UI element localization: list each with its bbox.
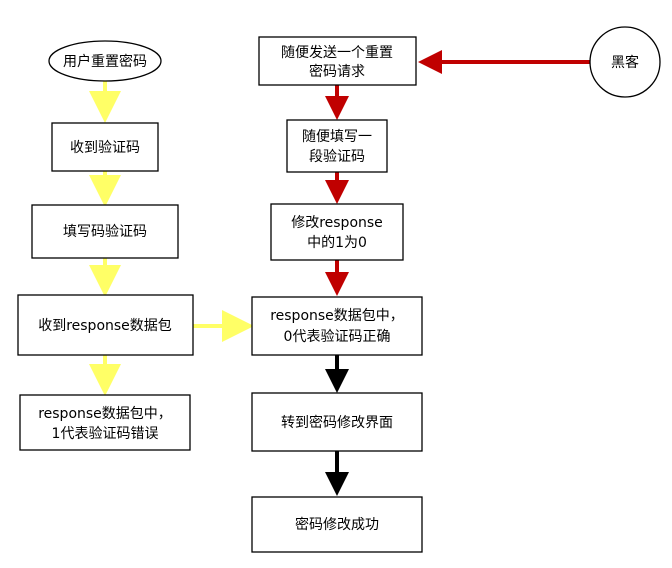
response-fail-label-line-1: response数据包中， <box>38 406 172 422</box>
random-code-label-line-1: 随便填写一 <box>302 129 372 145</box>
modify-response-label-line-1: 修改response <box>291 215 383 231</box>
receive-response-label: 收到response数据包 <box>38 318 172 334</box>
fill-code-label: 填写码验证码 <box>63 224 147 240</box>
user-start-label: 用户重置密码 <box>63 53 147 70</box>
node-receive-response: 收到response数据包 <box>17 294 194 356</box>
random-reset-request-label-line-2: 密码请求 <box>309 63 365 80</box>
random-code-label-line-2: 段验证码 <box>309 149 365 165</box>
node-user-start: 用户重置密码 <box>48 40 162 82</box>
node-fill-code: 填写码验证码 <box>31 204 179 259</box>
node-random-code: 随便填写一 段验证码 <box>286 119 388 173</box>
node-change-success: 密码修改成功 <box>251 496 423 553</box>
node-modify-response: 修改response 中的1为0 <box>270 203 404 261</box>
goto-change-page-label: 转到密码修改界面 <box>281 414 393 431</box>
node-response-success: response数据包中， 0代表验证码正确 <box>251 296 423 356</box>
change-success-label: 密码修改成功 <box>295 516 379 533</box>
response-success-label-line-1: response数据包中， <box>270 308 404 324</box>
node-hacker: 黑客 <box>589 26 661 98</box>
node-receive-code: 收到验证码 <box>51 122 159 172</box>
node-random-reset-request: 随便发送一个重置 密码请求 <box>258 36 417 86</box>
response-success-label-line-2: 0代表验证码正确 <box>284 329 391 345</box>
hacker-label: 黑客 <box>611 54 639 71</box>
receive-code-label: 收到验证码 <box>70 140 140 156</box>
modify-response-label-line-2: 中的1为0 <box>307 235 367 251</box>
response-fail-label-line-2: 1代表验证码错误 <box>52 426 159 442</box>
node-response-fail: response数据包中， 1代表验证码错误 <box>19 394 191 451</box>
random-reset-request-label-line-1: 随便发送一个重置 <box>281 45 393 61</box>
node-goto-change-page: 转到密码修改界面 <box>251 392 423 452</box>
